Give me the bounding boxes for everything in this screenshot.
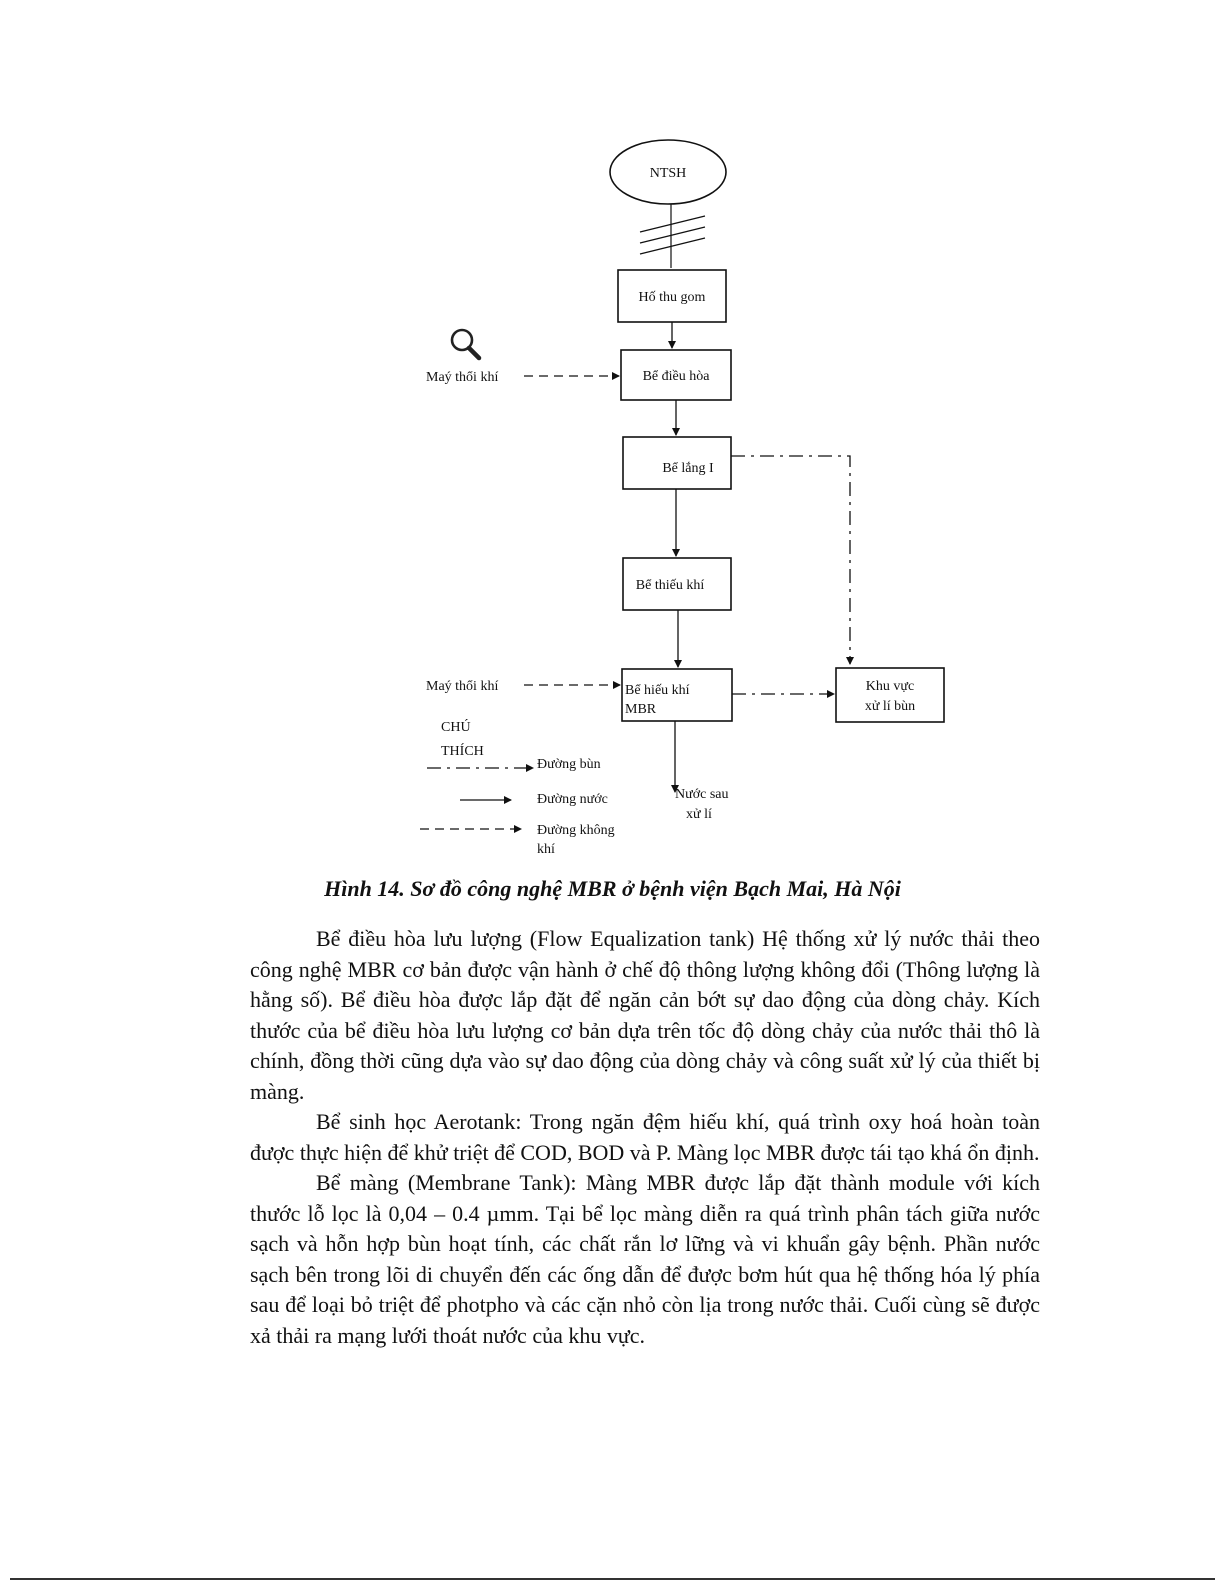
figure-caption: Hình 14. Sơ đồ công nghệ MBR ở bệnh viện… [324, 876, 901, 901]
box-be-thieu-khi-label: Bể thiếu khí [636, 578, 705, 593]
box-be-hieu-khi-label-2: MBR [625, 702, 657, 717]
box-khu-vuc-label-2: xử lí bùn [865, 699, 915, 714]
box-be-hieu-khi-label-1: Bể hiếu khí [625, 683, 690, 698]
box-be-dieu-hoa-label: Bể điều hòa [643, 369, 711, 384]
body-text: Bể điều hòa lưu lượng (Flow Equalization… [250, 924, 1040, 1351]
start-node-ntsh [609, 139, 727, 205]
blower-label-1: Maý thổi khí [426, 370, 498, 385]
box-be-lang-label: Bể lắng I [662, 461, 714, 476]
water-flow-lines [668, 322, 682, 793]
box-khu-vuc-xu-li-bun [835, 667, 945, 723]
legend-sludge-label: Đường bùn [537, 757, 601, 772]
magnifier-icon [450, 328, 482, 361]
legend-air-label-2: khí [537, 842, 555, 857]
air-flow-lines [524, 372, 621, 689]
box-be-hieu-khi-mbr [621, 668, 733, 722]
legend-water-label: Đường nước [537, 792, 608, 807]
box-khu-vuc-label-1: Khu vực [866, 679, 914, 694]
flow-diagram: NTSH Hố thu gom Bể điều hòa Bể lắng I Bể… [420, 139, 945, 857]
box-be-thieu-khi [622, 557, 732, 611]
box-ho-thu-gom [617, 269, 727, 323]
blower-label-2: Maý thổi khí [426, 679, 498, 694]
legend-title-1: CHÚ [441, 718, 471, 735]
box-ho-thu-gom-label: Hố thu gom [639, 290, 706, 305]
paragraph: Bể điều hòa lưu lượng (Flow Equalization… [250, 926, 1040, 1104]
bar-screen-symbol [639, 204, 706, 268]
sludge-flow-lines [731, 455, 854, 698]
start-node-label: NTSH [650, 166, 687, 181]
box-be-lang [622, 436, 732, 490]
output-label-2: xử lí [686, 807, 712, 822]
legend-title-2: THÍCH [441, 742, 484, 759]
legend-air-label-1: Đường không [537, 823, 615, 838]
paragraph: Bể sinh học Aerotank: Trong ngăn đệm hiế… [250, 1109, 1040, 1165]
page-bottom-rule [10, 1578, 1215, 1580]
output-label-1: Nước sau [675, 787, 728, 802]
paragraph: Bể màng (Membrane Tank): Màng MBR được l… [250, 1170, 1040, 1348]
